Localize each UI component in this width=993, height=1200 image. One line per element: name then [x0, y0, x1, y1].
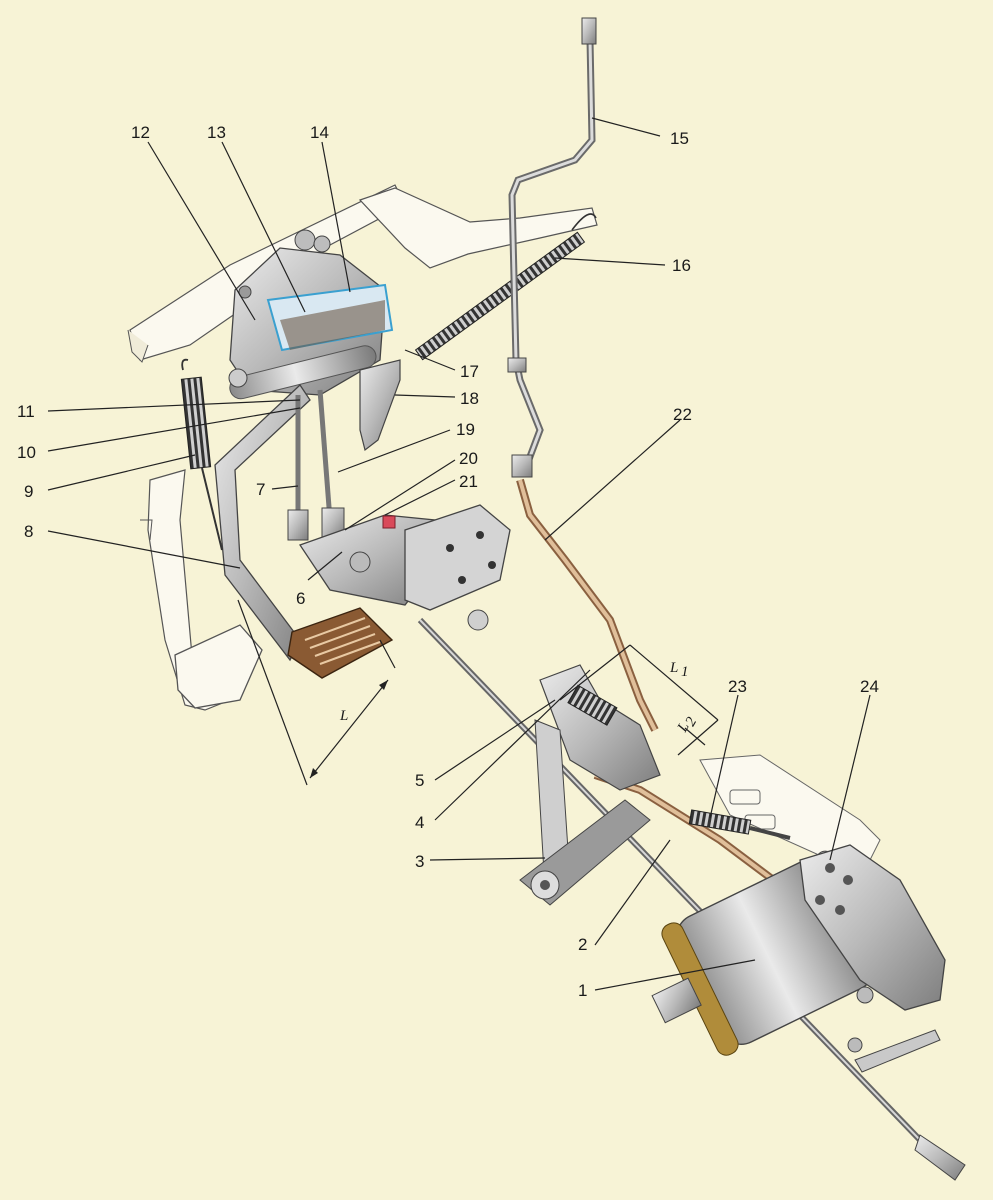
push-rods: [287, 389, 345, 541]
label-20: 20: [459, 449, 478, 468]
label-13: 13: [207, 123, 226, 142]
label-17: 17: [460, 362, 479, 381]
label-8: 8: [24, 522, 33, 541]
pedal-return-spring: [180, 358, 223, 551]
label-11: 11: [17, 402, 35, 421]
brake-pedal: [174, 359, 401, 709]
hydraulic-pipe-upper: [507, 17, 597, 478]
dimension-l1-label: L: [669, 660, 678, 676]
clutch-return-spring: [688, 809, 791, 840]
dimension-l1-subscript: 1: [681, 664, 689, 680]
booster-mounting-bracket: [799, 844, 946, 1073]
floor-panel: [140, 469, 232, 711]
label-14: 14: [310, 123, 329, 142]
label-18: 18: [460, 389, 479, 408]
label-22: 22: [673, 405, 692, 424]
lever-linkage: [519, 664, 661, 906]
label-5: 5: [415, 771, 424, 790]
leader-lines: [47, 117, 871, 991]
label-24: 24: [860, 677, 879, 696]
dimension-l1: L 1: [559, 644, 719, 756]
clutch-pedal-pad: [287, 607, 394, 679]
label-6: 6: [296, 589, 305, 608]
dimension-l2: L 2: [674, 714, 706, 746]
label-7: 7: [256, 480, 265, 499]
control-rod: [417, 617, 966, 1181]
label-16: 16: [672, 256, 691, 275]
label-1: 1: [578, 981, 587, 1000]
label-19: 19: [456, 420, 475, 439]
dimension-l: L: [237, 599, 396, 786]
body-panel-right: [358, 187, 598, 269]
valve-bracket: [298, 504, 511, 631]
label-12: 12: [131, 123, 150, 142]
pedal-shaft: [228, 345, 377, 400]
label-23: 23: [728, 677, 747, 696]
label-4: 4: [415, 813, 424, 832]
label-2: 2: [578, 935, 587, 954]
label-10: 10: [17, 443, 36, 462]
dimension-l-label: L: [339, 708, 348, 724]
part-labels: 12 13 14 15 16 17 18 19 20 21 22 7 6 8 9…: [17, 123, 879, 1000]
brake-fluid-reservoir-bracket: [266, 283, 394, 352]
label-9: 9: [24, 482, 33, 501]
label-3: 3: [415, 852, 424, 871]
tension-spring: [414, 213, 597, 361]
label-15: 15: [670, 129, 689, 148]
label-21: 21: [459, 472, 478, 491]
